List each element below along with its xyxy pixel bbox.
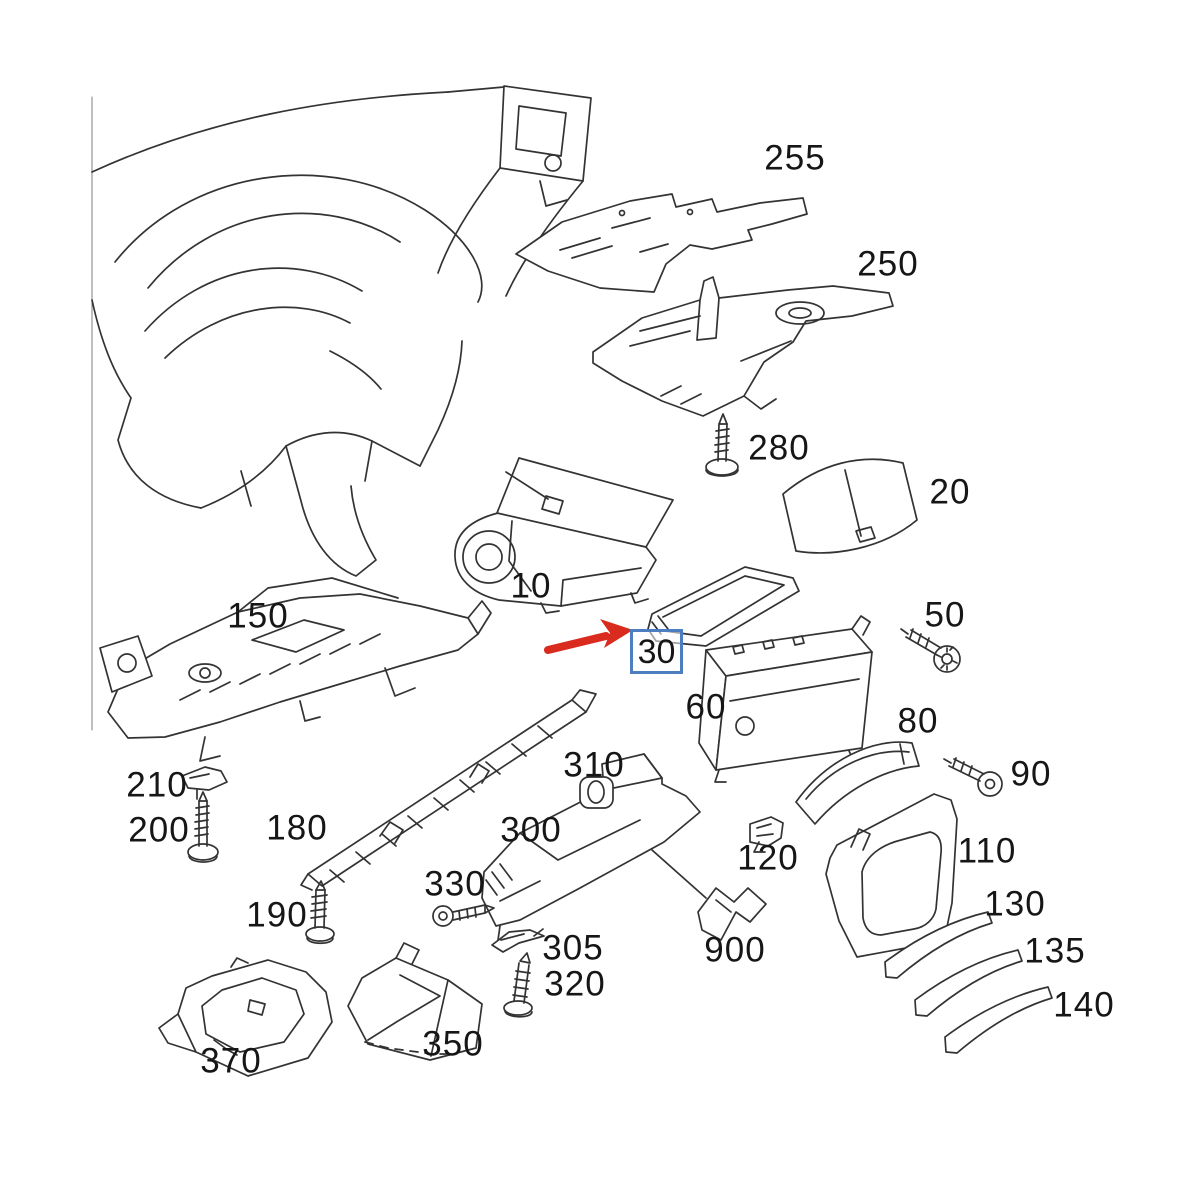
screw-280 <box>705 413 739 477</box>
trim-panel-110 <box>825 793 958 958</box>
bracket-255 <box>515 193 808 293</box>
part-label-140: 140 <box>1053 985 1115 1025</box>
screw-330 <box>432 904 495 927</box>
part-label-255: 255 <box>764 138 826 178</box>
radio-60 <box>698 615 873 783</box>
trim-strip-140 <box>944 986 1053 1054</box>
part-label-280: 280 <box>748 428 810 468</box>
bracket-250 <box>592 276 894 417</box>
glove-box-10 <box>454 457 674 614</box>
part-label-90: 90 <box>1010 754 1052 794</box>
part-label-180: 180 <box>266 808 328 848</box>
bracket-370 <box>158 957 333 1077</box>
screw-320 <box>503 952 533 1018</box>
dashboard-assembly <box>91 85 592 731</box>
part-label-190: 190 <box>246 895 308 935</box>
part-label-110: 110 <box>957 831 1017 871</box>
part-label-150: 150 <box>227 596 289 636</box>
part-label-80: 80 <box>897 701 939 741</box>
grommet-310 <box>579 776 614 809</box>
clip-210 <box>181 766 228 800</box>
screw-190 <box>305 880 335 945</box>
part-label-350: 350 <box>422 1024 484 1064</box>
part-label-305: 305 <box>542 928 604 968</box>
part-label-250: 250 <box>857 244 919 284</box>
trim-strip-135 <box>914 949 1023 1017</box>
part-label-900: 900 <box>704 930 766 970</box>
bracket-350 <box>347 942 483 1061</box>
part-label-300: 300 <box>500 810 562 850</box>
clip-120 <box>749 816 784 853</box>
lid-20 <box>782 458 918 554</box>
highlight-arrow <box>544 619 633 654</box>
part-label-30: 30 <box>637 632 676 671</box>
bezel-80 <box>795 741 920 825</box>
part-label-10: 10 <box>510 566 552 606</box>
part-30-highlight-box: 30 <box>630 629 683 674</box>
part-label-200: 200 <box>128 810 190 850</box>
part-label-135: 135 <box>1024 931 1086 971</box>
screw-200 <box>187 791 219 863</box>
arrow-symbol-900 <box>697 887 767 941</box>
clip-305 <box>491 928 545 953</box>
part-label-370: 370 <box>200 1041 262 1081</box>
part-label-120: 120 <box>737 838 799 878</box>
part-label-60: 60 <box>685 687 727 727</box>
air-duct-150 <box>99 577 492 762</box>
part-label-320: 320 <box>544 964 606 1004</box>
screw-90 <box>943 757 1003 797</box>
part-label-130: 130 <box>984 884 1046 924</box>
trim-strip-130 <box>884 911 993 979</box>
part-label-330: 330 <box>424 864 486 904</box>
part-label-210: 210 <box>126 765 188 805</box>
tray-30 <box>647 566 800 647</box>
screw-50 <box>900 628 961 673</box>
part-label-20: 20 <box>929 472 971 512</box>
part-label-50: 50 <box>924 595 966 635</box>
part-label-310: 310 <box>563 745 625 785</box>
sill-rail-180 <box>300 689 597 891</box>
